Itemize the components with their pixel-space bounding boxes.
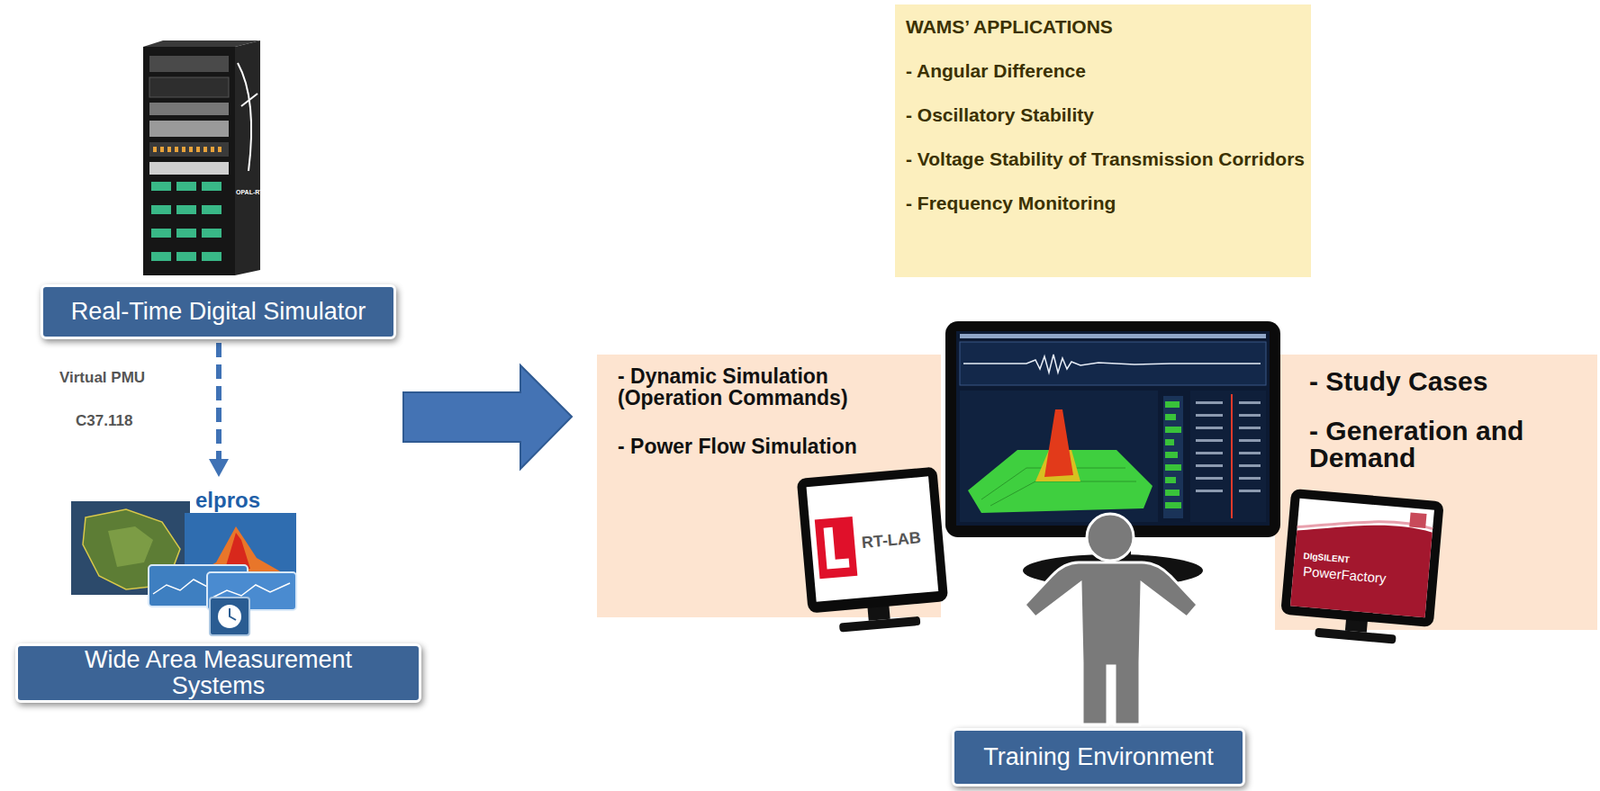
node-text: - Power Flow Simulation — [617, 435, 888, 458]
node-text: - Voltage Stability of Transmission Corr… — [905, 136, 1308, 181]
block-arrow — [403, 365, 572, 470]
simulator-box: Real-Time Digital Simulator — [40, 284, 397, 340]
main-monitor — [945, 321, 1281, 588]
node-text: Real-Time Digital Simulator — [52, 298, 385, 326]
wams-box: Wide Area Measurement Systems — [15, 643, 422, 704]
study-panel: - Study Cases - Generation and Demand — [1274, 354, 1598, 631]
protocol-label: C37.118 — [75, 412, 133, 431]
node-text: Training Environment — [963, 743, 1234, 772]
simulator-rack — [143, 40, 261, 276]
simulation-panel: - Dynamic Simulation (Operation Commands… — [596, 354, 941, 618]
node-text: WAMS’ APPLICATIONS — [905, 4, 1308, 49]
logo-text: elpros — [195, 487, 261, 514]
node-text: - Angular Difference — [905, 48, 1308, 93]
node-text: Wide Area Measurement Systems — [65, 647, 372, 700]
wams-illustration — [71, 501, 297, 636]
node-text: - Frequency Monitoring — [905, 180, 1308, 226]
node-text: - Oscillatory Stability — [905, 92, 1308, 137]
dashed-arrow — [208, 343, 229, 478]
signal-label: Virtual PMU — [59, 369, 145, 388]
training-box: Training Environment — [951, 728, 1246, 787]
node-text: - Dynamic Simulation (Operation Commands… — [617, 365, 888, 409]
node-text: - Generation and Demand — [1309, 417, 1580, 472]
brand-label: OPAL-RT — [235, 189, 264, 197]
node-text: - Study Cases — [1309, 365, 1580, 398]
applications-panel: WAMS’ APPLICATIONS- Angular Difference- … — [894, 4, 1311, 278]
person-figure — [1024, 514, 1198, 725]
